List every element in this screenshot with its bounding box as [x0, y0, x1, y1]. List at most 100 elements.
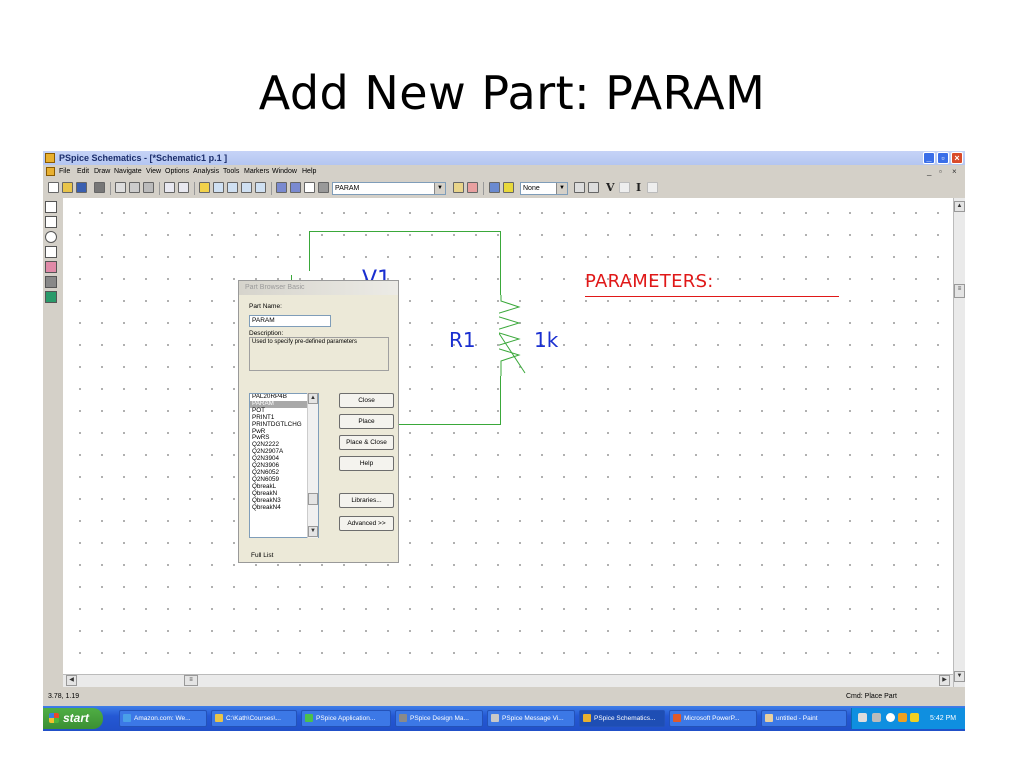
taskbar-item[interactable]: untitled - Paint — [761, 710, 847, 727]
menu-navigate[interactable]: Navigate — [114, 168, 142, 175]
part-list[interactable]: PAL20RP4B PARAM POT PRINT1 PRINTDGTLCHG … — [249, 393, 319, 538]
new-icon[interactable] — [48, 182, 59, 193]
source-terminal[interactable] — [291, 275, 292, 283]
menu-markers[interactable]: Markers — [244, 168, 270, 175]
list-item[interactable]: PAL20RP4B — [252, 393, 287, 400]
menu-file[interactable]: File — [59, 168, 71, 175]
menu-options[interactable]: Options — [165, 168, 190, 175]
taskbar-item[interactable]: PSpice Design Ma... — [395, 710, 483, 727]
help-tray-icon[interactable] — [858, 713, 867, 722]
close-icon[interactable]: × — [951, 152, 963, 164]
wire-left[interactable] — [309, 231, 310, 271]
network-tray-icon[interactable] — [872, 713, 881, 722]
open-folder-icon[interactable] — [62, 182, 73, 193]
paste-icon[interactable] — [143, 182, 154, 193]
list-item[interactable]: QbreakN3 — [252, 496, 281, 504]
part-name-input[interactable]: PARAM — [249, 315, 331, 327]
save-icon[interactable] — [76, 182, 87, 193]
voltage-marker-button[interactable]: V — [606, 181, 615, 194]
wire-right-lower[interactable] — [500, 376, 501, 425]
menu-view[interactable]: View — [146, 168, 162, 175]
part-list-scrollbar[interactable]: ▲ ▼ — [307, 393, 318, 538]
simulate-icon[interactable] — [503, 182, 514, 193]
advanced-button[interactable]: Advanced >> — [339, 516, 394, 531]
draw-block-icon[interactable] — [304, 182, 315, 193]
taskbar-item[interactable]: Amazon.com: We... — [119, 710, 207, 727]
setup-analysis-icon[interactable] — [489, 182, 500, 193]
taskbar-item[interactable]: Microsoft PowerP... — [669, 710, 757, 727]
list-item[interactable]: Q2N3904 — [252, 455, 279, 463]
list-item[interactable]: PwRS — [252, 434, 270, 442]
menu-edit[interactable]: Edit — [77, 168, 90, 175]
copy-icon[interactable] — [129, 182, 140, 193]
list-item[interactable]: QbreakL — [252, 482, 277, 490]
scroll-up-icon[interactable]: ▲ — [954, 201, 965, 212]
restore-icon[interactable]: ▫ — [937, 152, 949, 164]
zoom-out-icon[interactable] — [227, 182, 238, 193]
scroll-down-icon[interactable]: ▼ — [954, 671, 965, 682]
r1-label[interactable]: R1 — [449, 328, 476, 352]
libraries-button[interactable]: Libraries... — [339, 493, 394, 508]
taskbar-item-active[interactable]: PSpice Schematics... — [579, 710, 665, 727]
list-item[interactable]: Q2N6052 — [252, 468, 279, 476]
scroll-thumb[interactable] — [308, 493, 318, 505]
zoom-fit-icon[interactable] — [255, 182, 266, 193]
taskbar-item[interactable]: C:\Kath\Courses\... — [211, 710, 297, 727]
list-item[interactable]: QbreakN4 — [252, 503, 281, 511]
cut-icon[interactable] — [115, 182, 126, 193]
vertical-scrollbar[interactable]: ▲ ≡ ▼ — [953, 198, 965, 687]
taskbar-item[interactable]: PSpice Application... — [301, 710, 391, 727]
scroll-right-icon[interactable]: ▶ — [939, 675, 950, 686]
draw-circle-icon[interactable] — [45, 231, 57, 243]
current-marker-button[interactable]: I — [636, 181, 642, 194]
list-item[interactable]: PRINT1 — [252, 413, 275, 421]
text-icon[interactable] — [45, 261, 57, 273]
clock-tray-icon[interactable] — [886, 713, 895, 722]
print-icon[interactable] — [94, 182, 105, 193]
redo-icon[interactable] — [178, 182, 189, 193]
scroll-left-icon[interactable]: ◀ — [66, 675, 77, 686]
probe-icon[interactable] — [574, 182, 585, 193]
potentiometer-symbol[interactable] — [499, 293, 563, 383]
part-name-combo[interactable]: PARAM ▼ — [332, 182, 446, 195]
list-item[interactable]: PRINTDGTLCHG — [252, 420, 302, 428]
close-button[interactable]: Close — [339, 393, 394, 408]
draw-box-icon[interactable] — [45, 216, 57, 228]
list-item[interactable]: POT — [252, 406, 265, 414]
edit-attributes-icon[interactable] — [453, 182, 464, 193]
zoom-area-icon[interactable] — [241, 182, 252, 193]
place-button[interactable]: Place — [339, 414, 394, 429]
text-box-icon[interactable] — [45, 276, 57, 288]
menu-tools[interactable]: Tools — [223, 168, 240, 175]
wire-bottom[interactable] — [379, 424, 501, 425]
menu-analysis[interactable]: Analysis — [193, 168, 220, 175]
scroll-up-icon[interactable]: ▲ — [308, 393, 318, 404]
list-item[interactable]: Q2N2907A — [252, 448, 284, 456]
list-item[interactable]: Q2N3906 — [252, 462, 279, 470]
list-item[interactable]: Q2N2222 — [252, 441, 279, 449]
place-and-close-button[interactable]: Place & Close — [339, 435, 394, 450]
dropdown-arrow-icon[interactable]: ▼ — [556, 183, 567, 194]
redraw-icon[interactable] — [199, 182, 210, 193]
dropdown-arrow-icon[interactable]: ▼ — [434, 183, 445, 194]
scroll-thumb[interactable]: ≡ — [954, 284, 965, 298]
get-part-icon[interactable] — [318, 182, 329, 193]
edit-symbol-icon[interactable] — [467, 182, 478, 193]
voltage-diff-icon[interactable] — [619, 182, 630, 193]
draw-polyline-icon[interactable] — [45, 246, 57, 258]
zoom-in-icon[interactable] — [213, 182, 224, 193]
mdi-minimize-icon[interactable]: _ — [927, 167, 932, 176]
minimize-icon[interactable]: _ — [923, 152, 935, 164]
enable-bias-icon[interactable] — [647, 182, 658, 193]
wire-top[interactable] — [309, 231, 501, 232]
draw-arc-icon[interactable] — [45, 201, 57, 213]
mdi-restore-icon[interactable]: ▫ — [939, 167, 942, 176]
menu-draw[interactable]: Draw — [94, 168, 111, 175]
help-button[interactable]: Help — [339, 456, 394, 471]
schematic-canvas[interactable]: V1 R1 1k PARAMETERS: Part Browser Basic … — [63, 198, 953, 674]
mdi-close-icon[interactable]: × — [952, 167, 957, 176]
security-tray-icon[interactable] — [898, 713, 907, 722]
scroll-down-icon[interactable]: ▼ — [308, 526, 318, 537]
list-item[interactable]: QbreakN — [252, 489, 278, 497]
wire-right-upper[interactable] — [500, 231, 501, 295]
